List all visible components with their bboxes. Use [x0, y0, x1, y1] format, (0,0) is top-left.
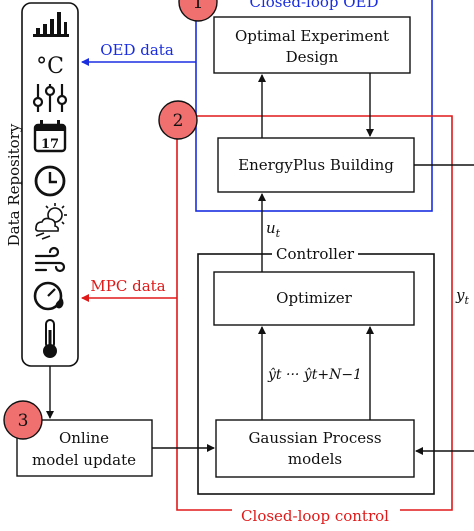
online-model-update-line1: Online [59, 429, 109, 447]
oed-loop-badge: 1 [178, 0, 218, 22]
energyplus-building-label: EnergyPlus Building [238, 156, 394, 174]
sun-cloud-icon [34, 203, 67, 240]
optimizer-block [213, 271, 415, 326]
svg-text:17: 17 [41, 137, 59, 152]
calendar-icon: 17 [33, 120, 67, 153]
svg-text:3: 3 [18, 411, 29, 431]
prediction-label: ŷt ··· ŷt+N−1 [267, 366, 362, 383]
control-input-label: ut [266, 219, 281, 240]
control-loop-frame [176, 118, 232, 511]
optimizer-label: Optimizer [276, 289, 353, 307]
gaussian-process-block [215, 419, 415, 478]
wind-icon [34, 246, 66, 273]
gaussian-process-line2: models [288, 450, 342, 468]
clock-icon [34, 165, 66, 197]
measurement-label: yt [455, 286, 469, 307]
data-repository-label: Data Repository [5, 123, 23, 246]
svg-text:1: 1 [193, 0, 204, 13]
optimal-experiment-design-block [213, 16, 411, 74]
svg-text:2: 2 [173, 111, 184, 131]
oed-loop-label: Closed-loop OED [249, 0, 378, 11]
optimal-experiment-design-line2: Design [286, 48, 339, 66]
oed-data-label: OED data [100, 41, 174, 59]
controller-label: Controller [276, 245, 355, 263]
optimal-experiment-design-line1: Optimal Experiment [235, 27, 389, 45]
bar-chart-icon [33, 12, 69, 37]
thermometer-icon [43, 319, 57, 358]
online-model-update-line2: model update [32, 451, 136, 469]
sliders-icon [32, 84, 68, 112]
oed-loop-frame [195, 0, 433, 212]
celsius-icon: °C [36, 54, 64, 79]
control-loop-badge: 2 [158, 100, 198, 140]
update-loop-badge: 3 [3, 400, 43, 440]
gauge-icon [33, 281, 64, 311]
control-loop-frame-right [196, 115, 453, 511]
controller-label-bg [272, 245, 358, 263]
gaussian-process-line1: Gaussian Process [248, 429, 381, 447]
control-loop-label: Closed-loop control [241, 507, 389, 525]
mpc-data-label: MPC data [90, 277, 165, 295]
